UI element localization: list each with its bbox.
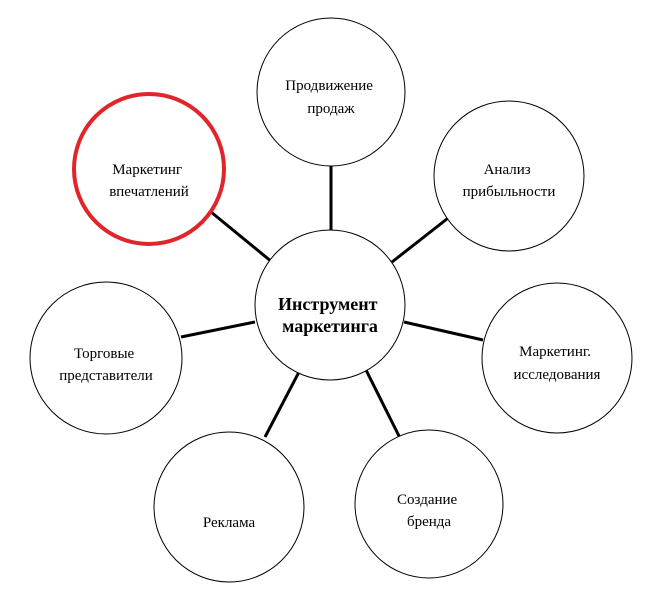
svg-text:Маркетинг впечатлений: Маркетинг впечатлений [109, 162, 189, 200]
svg-text:Торговые представители: Торговые представители [59, 346, 153, 384]
node-circle [153, 431, 305, 583]
center-circle [254, 229, 406, 381]
node-marketing-vpechatleniy: Маркетинг впечатлений [72, 92, 226, 246]
node-label-line: Реклама [203, 515, 256, 531]
node-label-line: бренда [407, 514, 451, 530]
node-circle [29, 281, 183, 435]
center-label-line: маркетинга [282, 316, 378, 336]
connector-vpechatleniya [210, 210, 273, 264]
node-label-line: Создание [397, 492, 458, 508]
node-label-line: Торговые [74, 346, 134, 362]
node-label-line: представители [59, 368, 153, 384]
connector-reklama [263, 371, 301, 438]
node-circle-highlighted [72, 92, 226, 246]
node-analiz-pribylnosti: Анализ прибыльности [433, 100, 585, 252]
node-label-line: Маркетинг [112, 162, 182, 178]
node-label-line: впечатлений [109, 184, 189, 200]
center-label-line: Инструмент [278, 294, 378, 314]
node-label-line: Анализ [484, 162, 531, 178]
connector-torgovye [180, 320, 256, 339]
node-circle [433, 100, 585, 252]
svg-text:Продвижение продаж: Продвижение продаж [285, 78, 376, 117]
connector-issledovaniya [403, 320, 484, 342]
node-label-line: исследования [514, 367, 601, 383]
node-marketing-issledovaniya: Маркетинг. исследования [481, 282, 633, 434]
node-label-line: Маркетинг. [519, 344, 591, 360]
connector-analiz [391, 213, 453, 264]
node-circle [256, 17, 406, 167]
node-circle [354, 429, 504, 579]
svg-text:Инструмент маркетинга: Инструмент маркетинга [278, 294, 382, 336]
svg-text:Создание бренда: Создание бренда [397, 492, 461, 530]
node-circle [481, 282, 633, 434]
node-label-line: Продвижение [285, 78, 373, 94]
node-sozdanie-brenda: Создание бренда [354, 429, 504, 579]
node-reklama: Реклама [153, 431, 305, 583]
connector-brend [364, 369, 401, 437]
svg-text:Анализ прибыльности: Анализ прибыльности [463, 162, 556, 200]
center-node: Инструмент маркетинга [254, 229, 406, 381]
connectors [180, 166, 484, 438]
node-label-line: продаж [307, 101, 355, 117]
node-torgovye-predstaviteli: Торговые представители [29, 281, 183, 435]
node-label-line: прибыльности [463, 184, 556, 200]
svg-text:Реклама: Реклама [203, 515, 256, 531]
node-prodvizhenie-prodazh: Продвижение продаж [256, 17, 406, 167]
svg-text:Маркетинг. исследования: Маркетинг. исследования [514, 344, 601, 383]
